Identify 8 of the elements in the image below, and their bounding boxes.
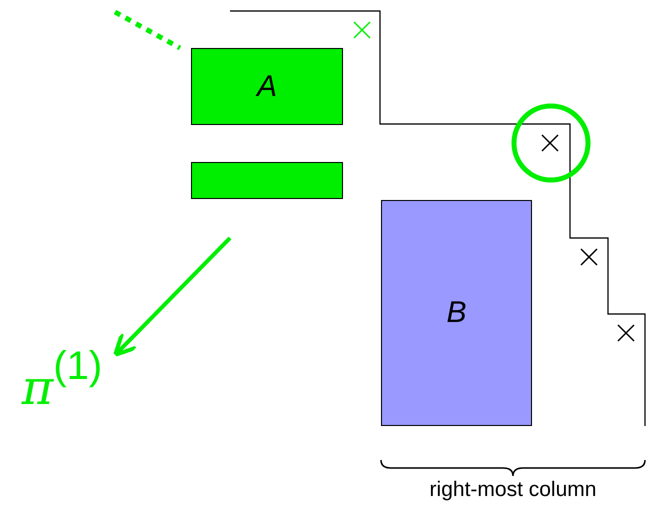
- process-box: [381, 200, 532, 426]
- box-label: A: [256, 70, 277, 104]
- arrow: [113, 236, 232, 357]
- box-label: B: [446, 296, 466, 330]
- brace-label: right-most column: [428, 478, 598, 502]
- bar: [191, 162, 343, 199]
- math-label: π$^{(1)}$: [6, 348, 118, 428]
- process-box: [191, 48, 343, 125]
